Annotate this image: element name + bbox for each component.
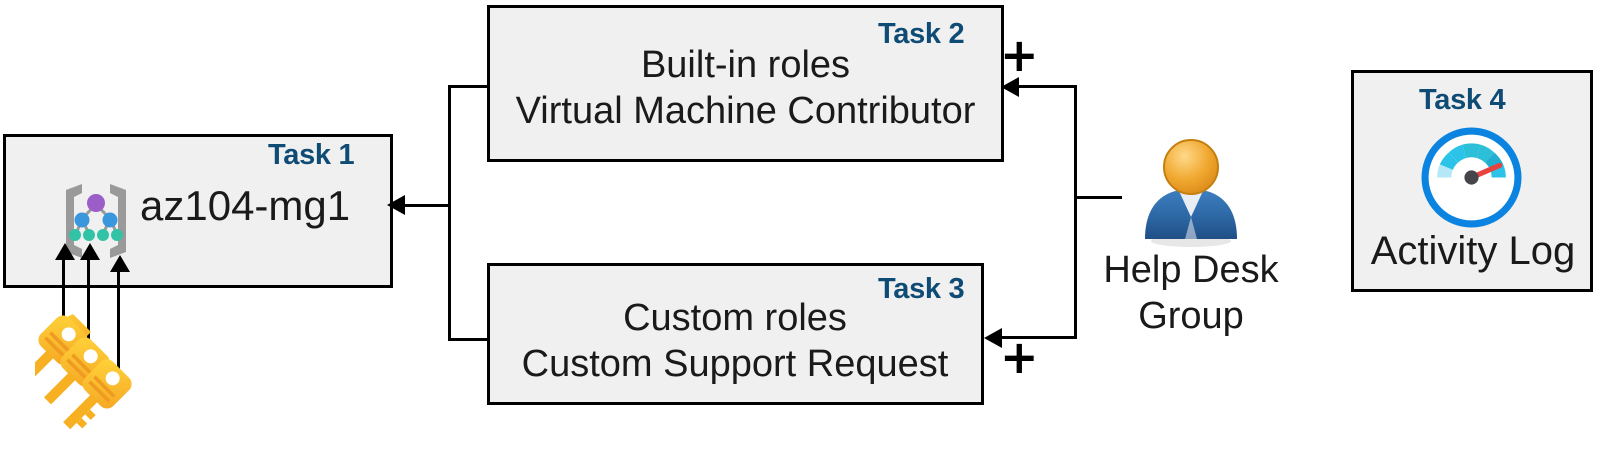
arrow-to-task-3-head xyxy=(984,328,1002,348)
right-connector-spine xyxy=(1074,85,1077,339)
task-3-box[interactable] xyxy=(487,263,984,405)
task-3-line-1: Custom roles xyxy=(623,297,847,339)
task-2-label: Task 2 xyxy=(878,18,965,50)
arrow-to-task-3-line xyxy=(995,336,1077,339)
arrow-to-task-1-line xyxy=(398,204,450,207)
key-arrow-2-line xyxy=(87,258,90,368)
task-3-label: Task 3 xyxy=(878,273,965,305)
left-connector-spine xyxy=(448,85,451,341)
task-4-label: Task 4 xyxy=(1419,84,1506,116)
task-2-line-1: Built-in roles xyxy=(640,44,851,86)
actor-label: Help Desk Group xyxy=(1085,248,1297,339)
right-connector-stub-person xyxy=(1074,196,1122,199)
left-connector-stub-bottom xyxy=(448,338,489,341)
key-arrow-1-line xyxy=(62,258,65,343)
actor-label-line-2: Group xyxy=(1138,294,1244,337)
key-arrow-3-line xyxy=(117,270,120,395)
task-1-label: Task 1 xyxy=(268,139,355,171)
arrow-to-task-2-line xyxy=(1012,85,1077,88)
plus-sign-bottom: + xyxy=(1000,330,1039,384)
arrow-to-task-2-head xyxy=(1001,77,1019,97)
plus-sign-top: + xyxy=(1000,28,1039,82)
arrow-to-task-1-head xyxy=(387,195,405,215)
gauge-icon xyxy=(1421,127,1522,228)
key-arrow-3-head xyxy=(110,255,130,272)
left-connector-stub-top xyxy=(448,85,489,88)
key-arrow-1-head xyxy=(55,243,75,260)
task-1-text: az104-mg1 xyxy=(140,182,351,229)
keys-icon xyxy=(35,314,132,430)
task-2-line-2: Virtual Machine Contributor xyxy=(515,90,976,133)
task-2-text: Built-in roles Virtual Machine Contribut… xyxy=(503,42,988,135)
management-group-icon xyxy=(66,184,126,258)
task-3-line-2: Custom Support Request xyxy=(521,343,949,386)
user-group-icon xyxy=(1145,139,1237,247)
task-4-text: Activity Log xyxy=(1370,229,1576,273)
task-2-box[interactable] xyxy=(487,5,1004,162)
key-arrow-2-head xyxy=(80,243,100,260)
actor-label-line-1: Help Desk xyxy=(1103,249,1279,291)
task-3-text: Custom roles Custom Support Request xyxy=(495,295,975,388)
